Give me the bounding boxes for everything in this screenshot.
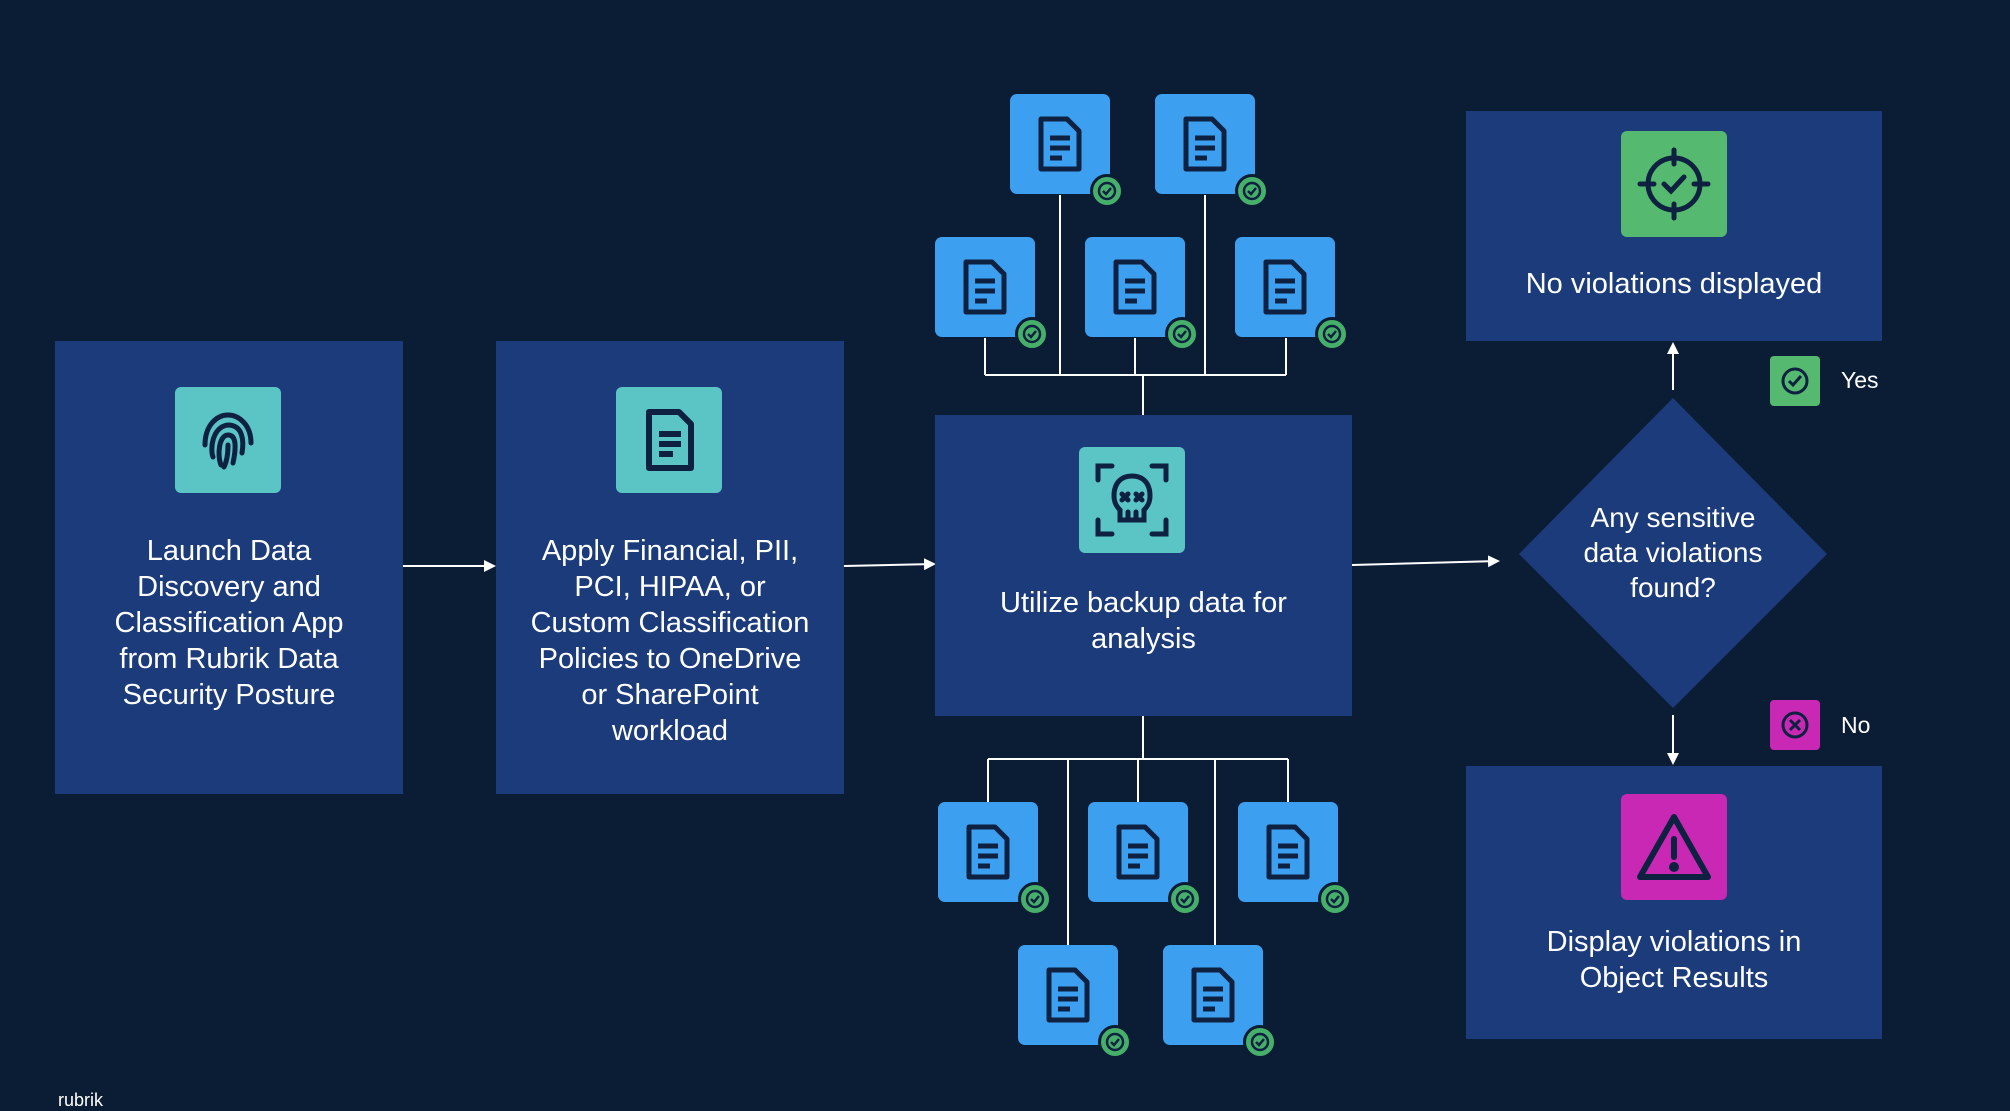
backup-doc-icon xyxy=(1085,237,1199,351)
check-badge-icon xyxy=(1168,882,1202,916)
outcome-no-violations-box: No violations displayed xyxy=(1466,111,1882,341)
fingerprint-icon xyxy=(175,387,281,493)
outcome-display-violations-label: Display violations in Object Results xyxy=(1546,926,1802,994)
backup-doc-icon xyxy=(1235,237,1349,351)
step-launch-box: Launch Data Discovery and Classification… xyxy=(55,341,403,794)
arrow-utilize-to-decision xyxy=(1351,555,1500,568)
backup-doc-icon xyxy=(1163,945,1277,1059)
outcome-display-violations-box: Display violations in Object Results xyxy=(1466,766,1882,1039)
step-apply-label: Apply Financial, PII, PCI, HIPAA, or Cus… xyxy=(530,535,810,747)
backup-doc-icon xyxy=(1155,94,1269,208)
check-badge-icon xyxy=(1243,1025,1277,1059)
check-badge-icon xyxy=(1318,882,1352,916)
check-badge-icon xyxy=(1235,174,1269,208)
check-badge-icon xyxy=(1098,1025,1132,1059)
warning-icon xyxy=(1621,794,1727,900)
arrow-apply-to-utilize xyxy=(843,558,936,571)
bottom-doc-tree xyxy=(987,716,1289,945)
step-launch-label: Launch Data Discovery and Classification… xyxy=(114,535,344,711)
backup-doc-icon xyxy=(1010,94,1124,208)
step-apply-box: Apply Financial, PII, PCI, HIPAA, or Cus… xyxy=(496,341,844,794)
check-badge-icon xyxy=(1315,317,1349,351)
backup-doc-icon xyxy=(938,802,1052,916)
footer-logo: rubrik xyxy=(58,1090,104,1110)
check-badge-icon xyxy=(1015,317,1049,351)
top-doc-tree xyxy=(984,195,1287,415)
backup-doc-icon xyxy=(1088,802,1202,916)
no-label: No xyxy=(1841,712,1871,738)
skull-scan-icon xyxy=(1079,447,1185,553)
decision-label: Any sensitive data violations found? xyxy=(1583,502,1763,603)
outcome-no-violations-label: No violations displayed xyxy=(1525,268,1823,300)
target-check-icon xyxy=(1621,131,1727,237)
decision-diamond xyxy=(1519,398,1827,708)
check-badge-icon xyxy=(1165,317,1199,351)
backup-doc-icon xyxy=(1018,945,1132,1059)
check-icon xyxy=(1770,356,1820,406)
document-icon xyxy=(616,387,722,493)
x-circle-icon xyxy=(1770,700,1820,750)
backup-doc-icon xyxy=(935,237,1049,351)
yes-label: Yes xyxy=(1841,367,1879,393)
check-badge-icon xyxy=(1090,174,1124,208)
check-badge-icon xyxy=(1018,882,1052,916)
backup-doc-icon xyxy=(1238,802,1352,916)
step-utilize-label: Utilize backup data for analysis xyxy=(1000,587,1287,655)
step-utilize-box: Utilize backup data for analysis xyxy=(935,415,1352,716)
